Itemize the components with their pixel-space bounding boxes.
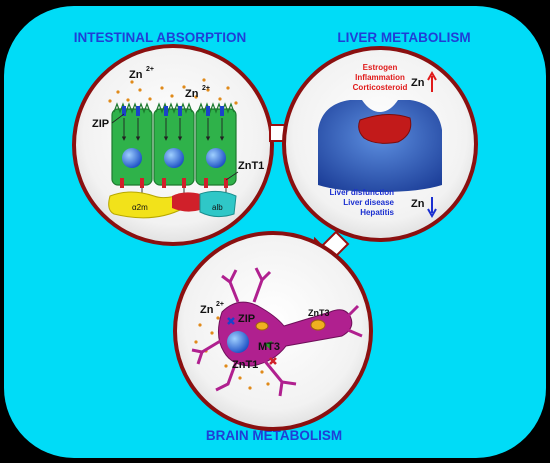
zn-label-right: Zn [185,88,199,100]
zip-transporters [122,106,224,116]
title-brain-metabolism: BRAIN METABOLISM [206,428,342,443]
neuron-nucleus [227,331,249,353]
zinc-dots-intestine [108,78,238,105]
factors-down: Liver disfunction Liver disease Hepatiti… [330,188,395,217]
nucleus [164,148,184,168]
factor-inflammation: Inflammation [355,73,405,82]
zip-transporter-brain [227,317,235,325]
liver-circle: Estrogen Inflammation Corticosteroid Zn … [282,46,478,242]
znt1-transporter-brain [269,357,277,365]
factor-corticosteroid: Corticosteroid [353,83,408,92]
mt3-label: MT3 [258,341,280,353]
factors-up: Estrogen Inflammation Corticosteroid [353,63,408,92]
zn-down-label: Zn [411,198,425,210]
nucleus [122,148,142,168]
liver-organ [358,114,412,144]
zip-label: ZIP [92,118,109,130]
red-blood-carrier [172,192,200,212]
znt1-label-brain: ZnT1 [232,359,258,371]
znt1-pointer-line [225,171,239,181]
zn-label-brain: Zn [200,304,214,316]
mt3-vesicle [255,321,269,331]
brain-circle: Zn 2+ ZIP MT3 ZnT3 ZnT1 [173,231,373,431]
arrow-down-icon [427,197,437,219]
neuron-cell [191,267,363,397]
mt3-marker-icon [264,341,272,349]
factor-liver-disfunction: Liver disfunction [330,188,395,197]
zip-pointer-line [111,113,125,124]
factor-liver-disease: Liver disease [343,198,394,207]
arrow-up-icon [427,70,437,92]
znt1-transporters [120,178,228,188]
intestine-circle: Zn 2+ Zn 2+ ZIP ZnT1 α2m alb [72,44,274,246]
title-intestinal-absorption: INTESTINAL ABSORPTION [74,30,247,45]
charge-label-right: 2+ [202,85,210,92]
zip-label-brain: ZIP [238,313,255,325]
alpha2m-label: α2m [132,203,148,212]
zn-label-left: Zn [129,69,143,81]
znt1-label: ZnT1 [238,160,264,172]
factor-estrogen: Estrogen [363,63,398,72]
charge-label-brain: 2+ [216,301,224,308]
charge-label-left: 2+ [146,66,154,73]
znt3-label: ZnT3 [308,308,330,318]
factor-hepatitis: Hepatitis [360,208,394,217]
zn-up-label: Zn [411,77,425,89]
znt3-vesicle [310,319,326,331]
nucleus [206,148,226,168]
albumin-label: alb [212,203,223,212]
title-liver-metabolism: LIVER METABOLISM [337,30,470,45]
torso-figure [318,100,442,192]
epithelial-cells [111,102,237,186]
transport-arrows [121,118,229,201]
albumin-carrier [199,190,237,218]
